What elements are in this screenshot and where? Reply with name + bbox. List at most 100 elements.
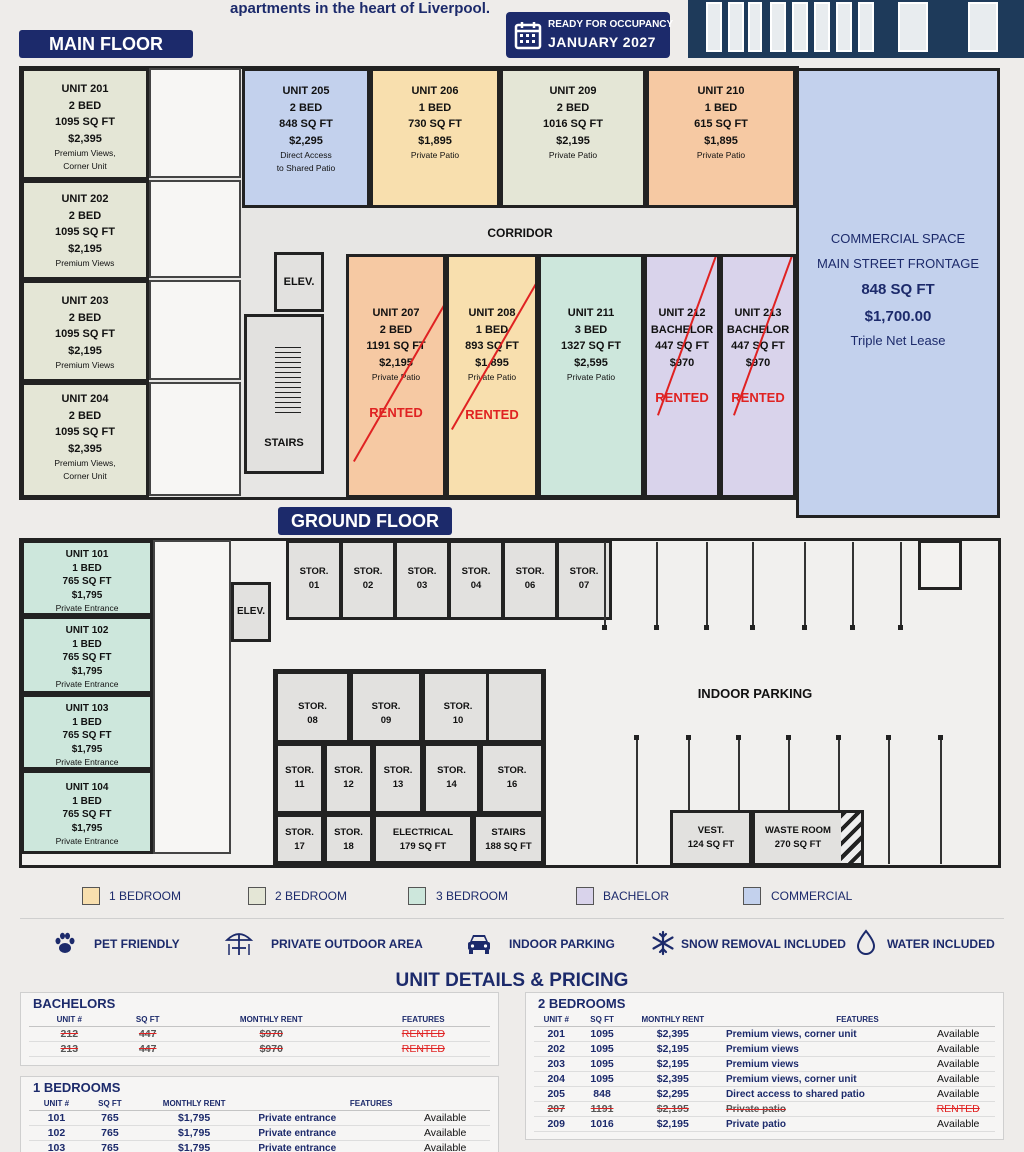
storage-empty [486, 671, 544, 743]
storage-unit[interactable]: STOR.12 [324, 743, 373, 814]
table-cell-unit: 102 [29, 1125, 84, 1141]
calendar-icon [514, 22, 542, 50]
parking-stall-marker [786, 735, 791, 740]
table-cell-feature: Private entrance [252, 1125, 401, 1141]
storage-unit[interactable]: STOR.17 [275, 814, 324, 864]
feature-water-included: WATER INCLUDED [887, 937, 995, 951]
legend-swatch-3bed [408, 887, 426, 905]
storage-unit[interactable]: STOR.01 [286, 540, 342, 620]
parking-stall-line [838, 738, 840, 864]
storage-number: 13 [392, 779, 404, 790]
storage-unit[interactable]: STOR.18 [324, 814, 373, 864]
storage-label: STOR. [299, 566, 329, 577]
storage-unit[interactable]: STOR.13 [373, 743, 423, 814]
table-cell-sqft: 1095 [578, 1071, 626, 1087]
storage-unit[interactable]: STOR.03 [394, 540, 450, 620]
unit-201[interactable]: UNIT 201 2 BED 1095 SQ FT $2,395 Premium… [21, 68, 149, 180]
storage-unit[interactable]: STOR.06 [502, 540, 558, 620]
table-cell-rent: $1,795 [135, 1125, 253, 1141]
unit-208[interactable]: UNIT 208 1 BED 893 SQ FT $1,895 Private … [446, 254, 538, 498]
table-cell-sqft: 1095 [578, 1056, 626, 1072]
unit-205[interactable]: UNIT 205 2 BED 848 SQ FT $2,295 Direct A… [242, 68, 370, 208]
unit-209[interactable]: UNIT 209 2 BED 1016 SQ FT $2,195 Private… [500, 68, 646, 208]
unit-101[interactable]: UNIT 101 1 BED 765 SQ FT $1,795 Private … [21, 540, 153, 616]
table-cell-rent: $2,295 [625, 1086, 720, 1102]
parking-stall-line [788, 738, 790, 864]
storage-unit[interactable]: STOR.11 [275, 743, 324, 814]
parking-stall-line [738, 738, 740, 864]
table-cell-rent: $2,395 [625, 1071, 720, 1087]
unit-211[interactable]: UNIT 211 3 BED 1327 SQ FT $2,595 Private… [538, 254, 644, 498]
tagline: apartments in the heart of Liverpool. [230, 0, 491, 17]
parking-stall-line [636, 738, 638, 864]
table-cell-rent: $1,795 [135, 1140, 253, 1152]
unit-104[interactable]: UNIT 104 1 BED 765 SQ FT $1,795 Private … [21, 770, 153, 854]
unit-102[interactable]: UNIT 102 1 BED 765 SQ FT $1,795 Private … [21, 616, 153, 694]
legend-swatch-commercial [743, 887, 761, 905]
table-cell-rent: $2,195 [625, 1101, 720, 1117]
unit-203[interactable]: UNIT 203 2 BED 1095 SQ FT $2,195 Premium… [21, 280, 149, 382]
storage-unit[interactable]: STOR.07 [556, 540, 612, 620]
unit-210[interactable]: UNIT 210 1 BED 615 SQ FT $1,895 Private … [646, 68, 796, 208]
table-cell-unit: 202 [534, 1041, 579, 1057]
feature-outdoor-area: PRIVATE OUTDOOR AREA [271, 937, 423, 951]
parking-stall-marker [750, 625, 755, 630]
unit-204[interactable]: UNIT 204 2 BED 1095 SQ FT $2,395 Premium… [21, 382, 149, 498]
storage-unit[interactable]: STOR.10 [422, 671, 494, 743]
unit-207[interactable]: UNIT 207 2 BED 1191 SQ FT $2,195 Private… [346, 254, 446, 498]
legend-swatch-1bed [82, 887, 100, 905]
rented-label: RENTED [655, 390, 709, 405]
table-header: UNIT # [534, 1013, 579, 1027]
legend-1bed: 1 BEDROOM [109, 889, 182, 903]
indoor-parking-label: INDOOR PARKING [697, 686, 813, 701]
storage-number: 03 [416, 580, 428, 591]
unit-206[interactable]: UNIT 206 1 BED 730 SQ FT $1,895 Private … [370, 68, 500, 208]
paw-icon [55, 932, 75, 953]
table-header: SQ FT [578, 1013, 626, 1027]
storage-unit[interactable]: STOR.09 [350, 671, 422, 743]
bathroom [149, 68, 241, 178]
bachelors-title: BACHELORS [33, 996, 116, 1011]
table-cell-status: Available [921, 1116, 995, 1132]
storage-label: STOR. [334, 827, 363, 838]
unit-213[interactable]: UNIT 213 BACHELOR 447 SQ FT $970 RENTED [720, 254, 796, 498]
parking-stall-line [604, 542, 606, 626]
table-cell-feature: Premium views [719, 1041, 922, 1057]
commercial-space[interactable]: COMMERCIAL SPACE MAIN STREET FRONTAGE 84… [796, 68, 1000, 518]
table-header: MONTHLY RENT [185, 1013, 357, 1027]
storage-unit[interactable]: STOR.08 [275, 671, 350, 743]
table-cell-feature: Premium views [719, 1056, 922, 1072]
table-cell-feature: Direct access to shared patio [719, 1086, 922, 1102]
storage-label: STOR. [443, 701, 473, 712]
storage-label: STOR. [298, 701, 327, 712]
storage-unit[interactable]: STOR.04 [448, 540, 504, 620]
table-header: UNIT # [29, 1013, 110, 1027]
storage-unit[interactable]: STOR.16 [480, 743, 544, 814]
feature-snow-removal: SNOW REMOVAL INCLUDED [681, 937, 846, 951]
storage-unit[interactable]: STOR.14 [423, 743, 480, 814]
storage-unit[interactable]: STOR.02 [340, 540, 396, 620]
unit-103[interactable]: UNIT 103 1 BED 765 SQ FT $1,795 Private … [21, 694, 153, 770]
unit-202[interactable]: UNIT 202 2 BED 1095 SQ FT $2,195 Premium… [21, 180, 149, 280]
unit-212[interactable]: UNIT 212 BACHELOR 447 SQ FT $970 RENTED [644, 254, 720, 498]
ground-stairs: STAIRS 188 SQ FT [473, 814, 544, 864]
elevator: ELEV. [274, 252, 324, 312]
table-cell-status: RENTED [356, 1026, 490, 1042]
parking-stall-marker [850, 625, 855, 630]
storage-number: 04 [470, 580, 482, 591]
feature-indoor-parking: INDOOR PARKING [509, 937, 615, 951]
